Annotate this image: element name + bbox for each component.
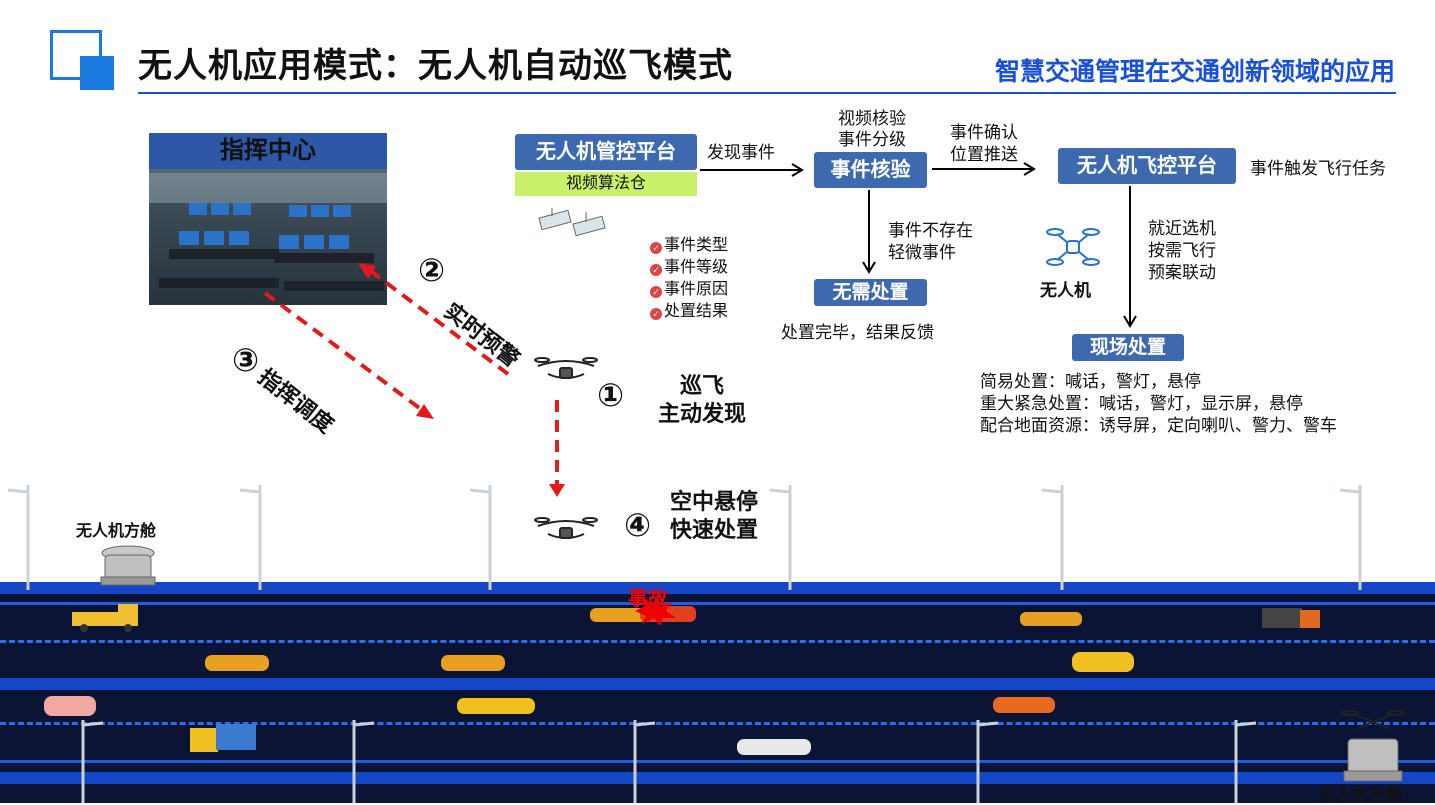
flight-control-platform-box: 无人机飞控平台	[1058, 148, 1236, 184]
step-4-line-2: 快速处置	[670, 517, 759, 542]
command-center-label: 指挥中心	[149, 133, 387, 169]
event-trigger-label: 事件触发飞行任务	[1250, 159, 1386, 178]
step-1-line-1: 巡飞	[680, 373, 725, 398]
page-title: 无人机应用模式：无人机自动巡飞模式	[138, 47, 733, 85]
arrow-right-icon	[932, 162, 1036, 176]
onsite-line-2: 重大紧急处置：喊话，警灯，显示屏，悬停	[980, 394, 1303, 413]
drone-icon	[534, 517, 598, 539]
step-1-number: ①	[597, 377, 625, 413]
position-push-label: 位置推送	[950, 145, 1018, 164]
onsite-line-3: 配合地面资源：诱导屏，定向喇叭、警力、警车	[980, 416, 1337, 435]
logo-icon-filled	[80, 56, 114, 90]
fly-on-demand-label: 按需飞行	[1148, 241, 1216, 260]
page-subtitle: 智慧交通管理在交通创新领域的应用	[994, 58, 1395, 86]
hangar-icon	[1341, 710, 1405, 782]
hangar-icon	[100, 545, 156, 586]
no-action-note: 处置完毕，结果反馈	[781, 323, 934, 342]
step-1-line-2: 主动发现	[658, 401, 747, 426]
minor-event-label: 轻微事件	[888, 243, 956, 262]
explosion-icon	[635, 596, 676, 626]
logo-icon	[50, 30, 102, 80]
step-4-number: ④	[624, 507, 652, 543]
event-attribute-list: ✓事件类型 ✓事件等级 ✓事件原因 ✓处置结果	[650, 235, 728, 323]
camera-icon	[538, 208, 606, 237]
arrow-down-icon	[1123, 186, 1137, 328]
find-event-label: 发现事件	[707, 143, 775, 162]
event-grading-label: 事件分级	[838, 130, 906, 149]
event-verify-box: 事件核验	[814, 152, 927, 188]
step-3-number: ③	[232, 342, 260, 378]
road	[0, 582, 1435, 803]
header-divider	[138, 92, 1396, 94]
street-lights	[7, 485, 1362, 803]
plan-linkage-label: 预案联动	[1148, 263, 1216, 282]
command-center-image: 指挥中心	[149, 133, 387, 305]
video-algorithm-box: 视频算法仓	[515, 172, 697, 196]
video-verify-label: 视频核验	[838, 109, 906, 128]
uav-control-platform-box: 无人机管控平台	[515, 134, 697, 170]
select-nearest-label: 就近选机	[1148, 219, 1216, 238]
list-item: ✓处置结果	[650, 301, 728, 323]
onsite-handling-box: 现场处置	[1072, 334, 1184, 361]
list-item: ✓事件原因	[650, 279, 728, 301]
arrow-right-icon	[700, 163, 804, 177]
event-confirm-label: 事件确认	[950, 123, 1018, 142]
no-action-box: 无需处置	[814, 279, 927, 306]
arrow-down-icon	[862, 190, 876, 274]
drone-icon	[1046, 228, 1100, 266]
step-4-line-1: 空中悬停	[670, 489, 759, 514]
event-not-exist-label: 事件不存在	[888, 221, 973, 240]
step-2-number: ②	[418, 252, 446, 288]
drone-icon	[534, 357, 598, 379]
drone-label: 无人机	[1040, 281, 1091, 300]
list-item: ✓事件等级	[650, 257, 728, 279]
hangar-left-label: 无人机方舱	[76, 523, 157, 540]
onsite-line-1: 简易处置：喊话，警灯，悬停	[980, 372, 1201, 391]
hangar-right-label: 无人机方舱	[1318, 785, 1403, 804]
list-item: ✓事件类型	[650, 235, 728, 257]
